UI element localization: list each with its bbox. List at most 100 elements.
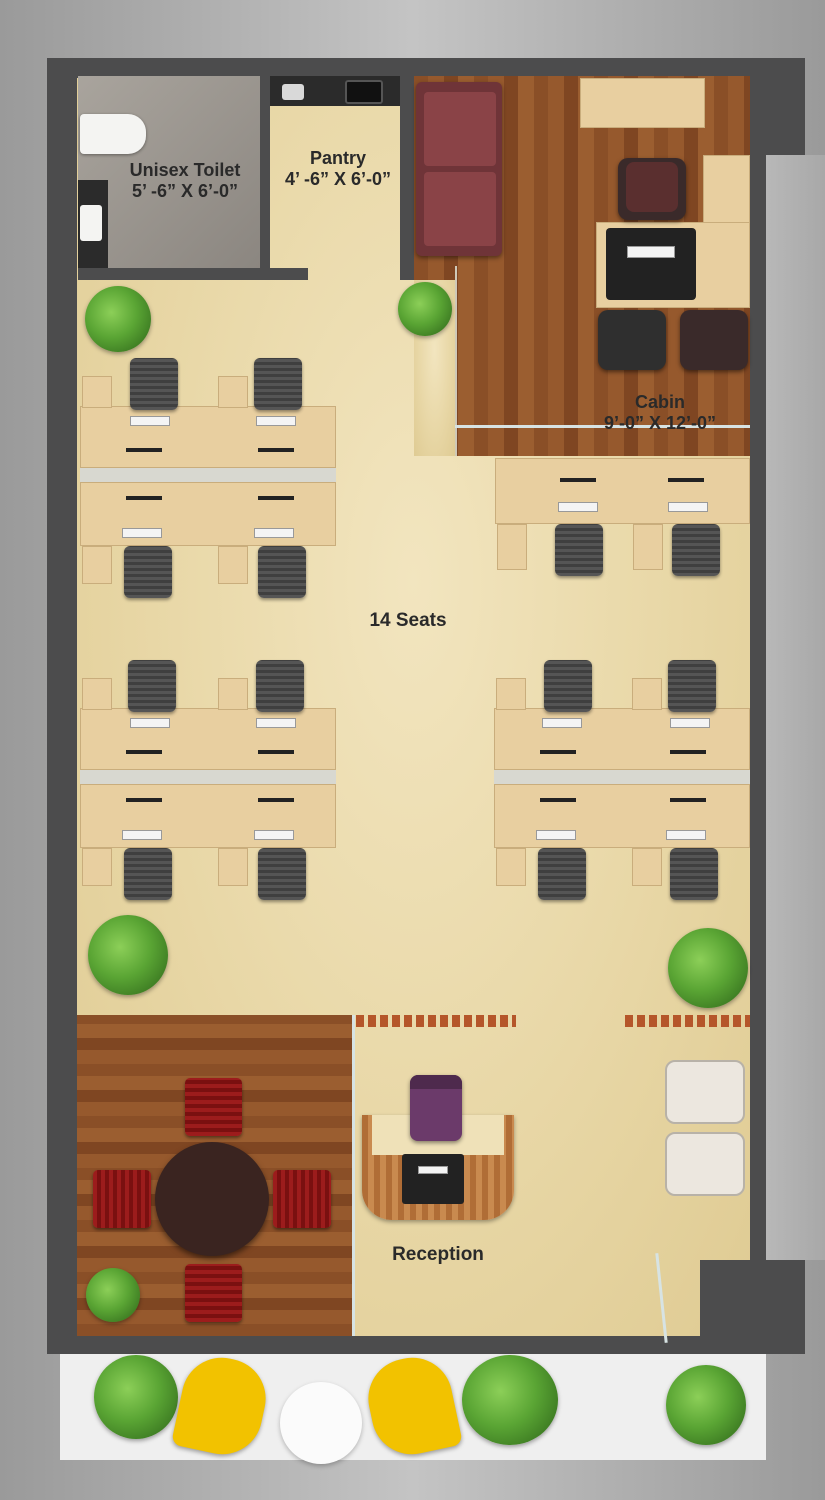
sink-icon [282, 84, 304, 100]
pedestal [218, 678, 248, 710]
pantry-name: Pantry [309, 148, 367, 168]
keyboard [122, 528, 162, 538]
monitor [126, 798, 162, 802]
planter-strip [625, 1015, 750, 1027]
office-chair-icon [668, 660, 716, 712]
plant-icon [86, 1268, 140, 1322]
corner-column [700, 1260, 798, 1352]
office-chair-icon [124, 848, 172, 900]
pedestal [218, 848, 248, 886]
cabin-name: Cabin [634, 392, 685, 412]
monitor [126, 496, 162, 500]
pedestal [218, 376, 248, 408]
desk-divider [80, 770, 336, 784]
monitor [560, 478, 596, 482]
pedestal [82, 376, 112, 408]
workstations-label: 14 Seats [369, 610, 447, 631]
desk-icon [495, 458, 750, 524]
cabin-side-return [703, 155, 750, 225]
monitor [258, 496, 294, 500]
toilet-icon [80, 114, 146, 154]
keyboard [254, 830, 294, 840]
keyboard [558, 502, 598, 512]
plant-icon [668, 928, 748, 1008]
office-chair-icon [258, 546, 306, 598]
reception-label: Reception [392, 1244, 484, 1265]
office-chair-icon [254, 358, 302, 410]
office-chair-icon [130, 358, 178, 410]
toilet-name: Unisex Toilet [129, 160, 241, 180]
desk-icon [402, 1154, 464, 1204]
office-chair-icon [185, 1264, 242, 1322]
pedestal [633, 524, 663, 570]
round-table-icon [155, 1142, 269, 1256]
plant-icon [398, 282, 452, 336]
office-chair-icon [538, 848, 586, 900]
keyboard [256, 718, 296, 728]
pantry-wall [400, 76, 414, 280]
monitor [668, 478, 704, 482]
stove-icon [345, 80, 383, 104]
toilet-room [78, 76, 260, 270]
desk-icon [494, 784, 750, 848]
right-wall-notch [766, 155, 825, 1260]
office-chair-icon [258, 848, 306, 900]
toilet-size: 5’ -6” X 6’-0” [131, 181, 239, 201]
office-chair-icon [128, 660, 176, 712]
office-chair-icon [124, 546, 172, 598]
cabin-monitor [606, 228, 696, 300]
monitor [126, 448, 162, 452]
office-chair-icon [185, 1078, 242, 1136]
pantry-size: 4’ -6” X 6’-0” [284, 169, 392, 189]
monitor [540, 750, 576, 754]
keyboard [670, 718, 710, 728]
plant-icon [462, 1355, 558, 1445]
office-chair-icon [93, 1170, 151, 1228]
planter-strip [356, 1015, 516, 1027]
toilet-bottom-wall [78, 268, 308, 280]
pedestal [632, 678, 662, 710]
keyboard [256, 416, 296, 426]
desk-icon [494, 708, 750, 770]
pantry-label: Pantry 4’ -6” X 6’-0” [268, 148, 408, 190]
pedestal [632, 848, 662, 886]
office-chair-icon [273, 1170, 331, 1228]
pedestal [82, 678, 112, 710]
meeting-glass-wall [352, 1015, 355, 1336]
monitor [540, 798, 576, 802]
bottom-wall [47, 1336, 563, 1354]
plant-icon [85, 286, 151, 352]
sink-icon [80, 205, 102, 241]
cabin-glass-wall [455, 425, 750, 428]
plant-icon [666, 1365, 746, 1445]
pedestal [496, 678, 526, 710]
monitor [670, 798, 706, 802]
desk-divider [494, 770, 750, 784]
armchair-icon [665, 1132, 745, 1196]
keyboard [542, 718, 582, 728]
office-chair-icon [670, 848, 718, 900]
plant-icon [88, 915, 168, 995]
desk-icon [80, 708, 336, 770]
pedestal [218, 546, 248, 584]
keyboard [418, 1166, 448, 1174]
monitor [258, 750, 294, 754]
pedestal [82, 546, 112, 584]
cabin-size: 9’-0” X 12’-0” [603, 413, 717, 433]
office-chair-icon [410, 1075, 462, 1141]
monitor [670, 750, 706, 754]
keyboard [536, 830, 576, 840]
cabin-keyboard [627, 246, 675, 258]
office-chair-icon [680, 310, 748, 370]
pedestal [496, 848, 526, 886]
keyboard [254, 528, 294, 538]
monitor [126, 750, 162, 754]
cabin-credenza [580, 78, 705, 128]
office-chair-icon [544, 660, 592, 712]
toilet-label: Unisex Toilet 5’ -6” X 6’-0” [100, 160, 270, 202]
plant-icon [94, 1355, 178, 1439]
office-chair-icon [618, 158, 686, 220]
office-chair-icon [555, 524, 603, 576]
pedestal [82, 848, 112, 886]
cabin-wall-left [455, 266, 457, 456]
